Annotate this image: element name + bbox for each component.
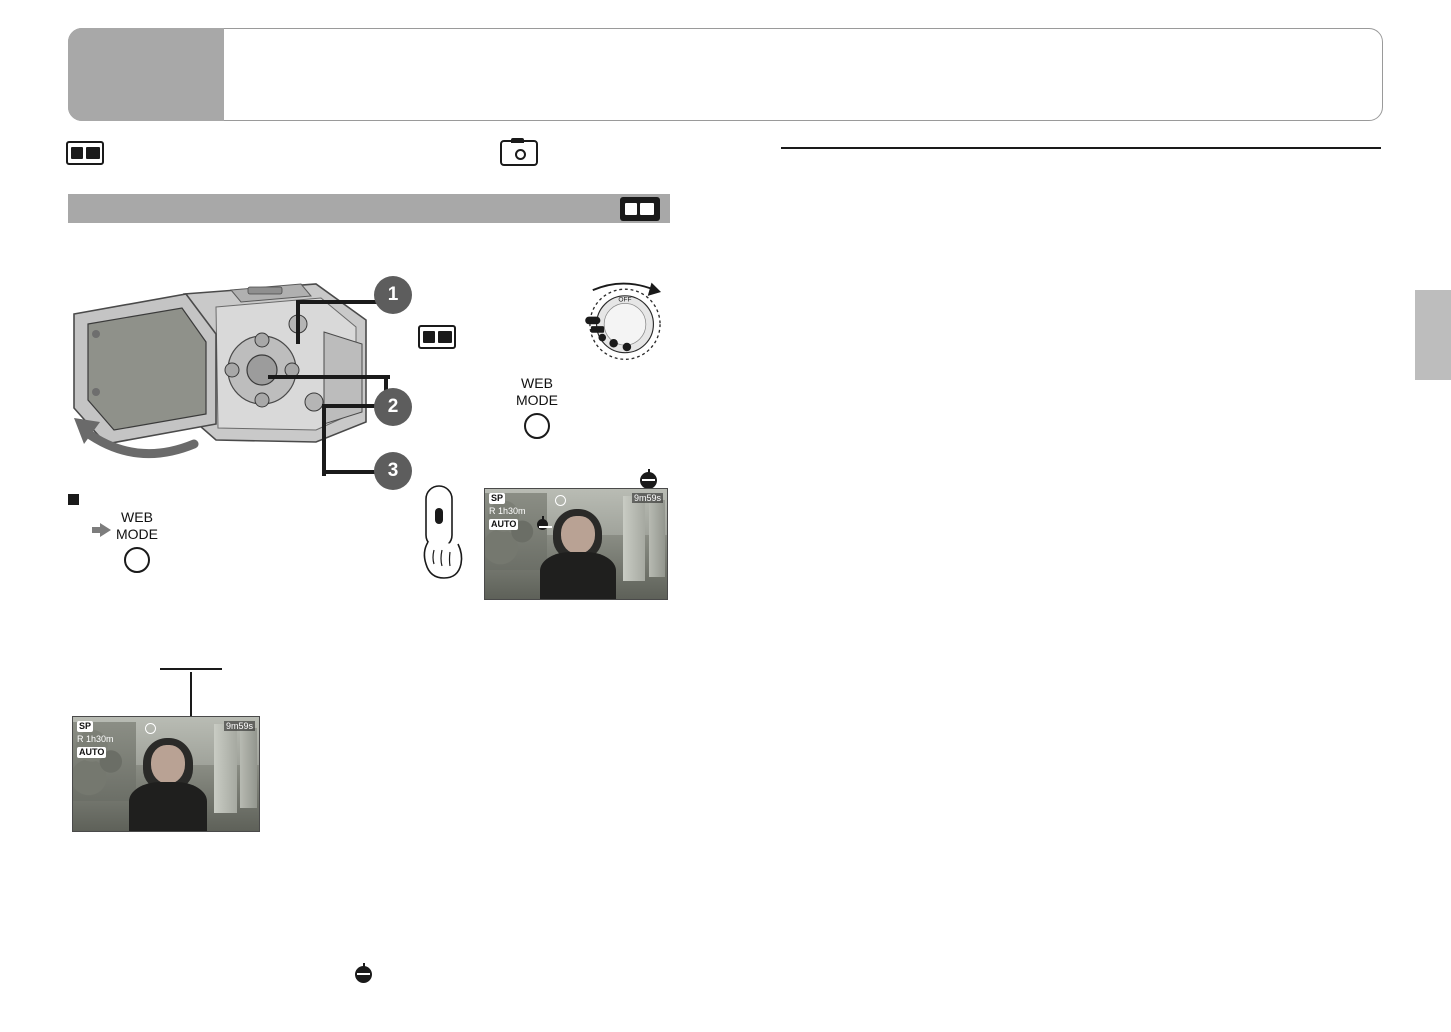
leader-line-3b [322, 404, 326, 476]
lcd-bottom-pillar-b [240, 728, 258, 809]
header-box [68, 28, 1383, 121]
record-button-illustration [423, 485, 463, 579]
lcd-bottom-quality-badge: SP [77, 721, 94, 732]
video-mode-icon-step1 [418, 325, 456, 349]
section-bar-video-icon [620, 197, 660, 221]
lcd-top-timecode: 9m59s [631, 493, 663, 503]
lcd-top-pillar-a [623, 495, 646, 582]
lcd-bottom-subject [128, 737, 207, 831]
footnote-globe-icon [355, 963, 372, 988]
web-mode-button-circle[interactable] [524, 413, 550, 439]
camcorder-illustration [73, 283, 367, 459]
header-number-block [68, 28, 224, 121]
lcd-preview-bottom: SP R 1h30m AUTO 9m59s [72, 716, 260, 832]
photo-mode-icon [500, 138, 538, 166]
web-mode-button-line2: MODE [516, 392, 558, 408]
section-bar [68, 194, 670, 223]
web-mode-note-line1: WEB [121, 509, 153, 525]
lcd-bottom-remaining: R 1h30m [77, 734, 114, 744]
web-mode-note-line2: MODE [116, 526, 158, 542]
lcd-preview-top: SP R 1h30m AUTO 9m59s [484, 488, 668, 600]
lcd-bottom-auto-badge: AUTO [77, 747, 107, 758]
photo-icon-hump [511, 138, 524, 143]
leader-line-2 [268, 375, 390, 379]
bullet-square [68, 494, 79, 505]
leader-line-1b [296, 300, 300, 344]
lcd-top-foliage [485, 493, 547, 571]
callout-3: 3 [374, 452, 412, 490]
callout-pointer-bar [160, 668, 222, 670]
mode-dial-illustration: OFF [585, 282, 661, 360]
arrow-head-icon [100, 523, 111, 537]
lcd-top-rec-indicator [555, 495, 566, 506]
lcd-bottom-rec-indicator [145, 723, 156, 734]
lcd-top-quality-badge: SP [489, 493, 506, 504]
lcd-top-globe-icon [537, 516, 552, 535]
svg-text:OFF: OFF [618, 297, 631, 304]
leader-line-1 [296, 300, 386, 304]
header-divider-rule [781, 147, 1381, 149]
callout-2: 2 [374, 388, 412, 426]
arrow-stem [92, 527, 100, 533]
lcd-top-auto-badge: AUTO [489, 519, 519, 530]
lcd-top-remaining: R 1h30m [489, 506, 526, 516]
web-mode-note-circle [124, 547, 150, 573]
lcd-bottom-foliage [73, 721, 137, 802]
web-mode-button-illustration: WEB MODE [500, 375, 574, 439]
side-tab [1415, 290, 1451, 380]
lcd-top-pillar-b [648, 500, 666, 577]
photo-icon-lens [515, 149, 526, 160]
web-mode-globe-icon-top [640, 469, 657, 494]
callout-1: 1 [374, 276, 412, 314]
lcd-bottom-timecode: 9m59s [223, 721, 255, 731]
lcd-top-subject [539, 508, 617, 599]
video-mode-icon [66, 141, 104, 165]
lcd-bottom-pillar-a [214, 723, 237, 813]
web-mode-note: WEB MODE [100, 509, 174, 573]
callout-pointer-line [190, 672, 192, 716]
web-mode-button-line1: WEB [521, 375, 553, 391]
